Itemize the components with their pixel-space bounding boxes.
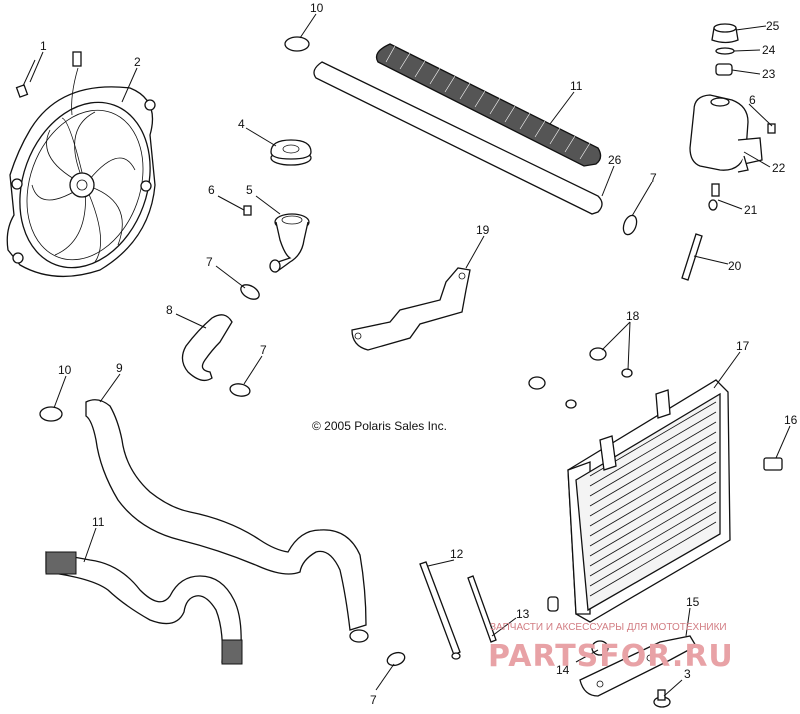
long-hose-part-9 [85,399,369,643]
callout-25: 25 [766,19,780,33]
fan-assembly [6,51,156,278]
grommet-part-18-a [589,347,607,361]
callout-3: 3 [684,667,691,681]
callout-21: 21 [744,203,758,217]
hose-clamp-part-10-bottom [39,406,63,422]
callout-6-right: 6 [749,93,756,107]
callout-22: 22 [772,161,786,175]
corrugated-hose-part-11-top [375,43,602,167]
callout-1: 1 [40,39,47,53]
radiator-cap-part-4 [270,139,312,166]
elbow-hose-part-8 [181,314,233,382]
long-bolt-part-12 [419,561,461,660]
callout-23: 23 [762,67,776,81]
hose-clamp-part-7-b [229,383,251,397]
screw-part-6-left [243,205,252,216]
callout-17: 17 [736,339,750,353]
callout-7-a: 7 [206,255,213,269]
callout-16: 16 [784,413,798,427]
coolant-reservoir-part-22 [689,94,763,173]
callout-labels: 1 2 3 4 5 6 6 7 7 7 7 8 9 10 10 11 11 12… [40,1,798,707]
screw-part-3 [653,689,671,708]
grommet-part-18-d [621,368,633,378]
callout-2: 2 [134,55,141,69]
callout-20: 20 [728,259,742,273]
corrugated-hose-part-11-bottom [45,551,243,665]
copyright-text: © 2005 Polaris Sales Inc. [312,419,447,433]
leader-lines [29,13,791,697]
callout-6-left: 6 [208,183,215,197]
reservoir-cap-part-25 [711,23,739,44]
fitting-part-21 [708,183,720,211]
radiator-part-17 [547,379,731,623]
watermark-logo: PARTSFOR.RU [488,639,734,674]
callout-26: 26 [608,153,622,167]
bolt-part-16 [763,457,783,471]
callout-13: 13 [516,607,530,621]
callout-7-d: 7 [370,693,377,707]
callout-10-top: 10 [310,1,324,15]
tube-part-26 [313,61,603,215]
callout-14: 14 [556,663,570,677]
callout-12: 12 [450,547,464,561]
watermark: ЗАПЧАСТИ И АКСЕССУАРЫ ДЛЯ МОТОТЕХНИКИ PA… [488,622,734,674]
callout-15: 15 [686,595,700,609]
callout-5: 5 [246,183,253,197]
bolt-part-1 [15,59,36,98]
hose-clamp-part-7-a [240,284,260,300]
callout-24: 24 [762,43,776,57]
callout-11-top: 11 [570,79,583,93]
adapter-part-23 [715,63,733,76]
callout-10-bottom: 10 [58,363,72,377]
bracket-part-15 [579,635,697,697]
callout-4: 4 [238,117,245,131]
callout-7-c: 7 [650,171,657,185]
callout-11-bottom: 11 [92,515,105,529]
rod-part-13 [467,575,497,643]
callout-18: 18 [626,309,640,323]
watermark-tagline: ЗАПЧАСТИ И АКСЕССУАРЫ ДЛЯ МОТОТЕХНИКИ [490,622,727,633]
screw-part-6-right [767,123,776,134]
hose-clamp-part-7-c [622,214,638,236]
bracket-part-19 [351,267,471,351]
grommet-part-18-b [528,376,546,390]
hose-clamp-part-7-d [386,651,406,667]
callout-9: 9 [116,361,123,375]
vent-tube-part-20 [681,233,703,281]
washer-part-24 [715,47,735,55]
hose-clamp-part-10-top [284,36,310,52]
filler-neck-part-5 [269,213,310,273]
callout-19: 19 [476,223,490,237]
grommet-part-18-c [565,399,577,409]
callout-8: 8 [166,303,173,317]
callout-7-b: 7 [260,343,267,357]
